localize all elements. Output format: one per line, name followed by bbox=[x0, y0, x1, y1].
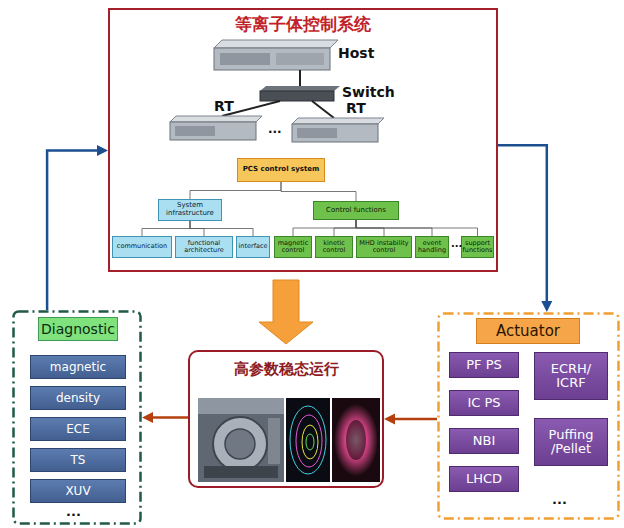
arrow-head bbox=[97, 145, 108, 156]
actuator-box: PF PS bbox=[449, 352, 519, 378]
connector-line bbox=[356, 220, 478, 236]
box-label: kinetic control bbox=[318, 240, 350, 254]
dash-dot-outline bbox=[439, 314, 619, 519]
box-label: Control functions bbox=[326, 207, 386, 215]
tree-line bbox=[142, 221, 190, 236]
tree-line bbox=[190, 221, 253, 236]
group-heading: Diagnostic bbox=[38, 317, 118, 341]
actuator-group: Actuator PF PS ECRH/ ICRF IC PS Puffing /Pel… bbox=[437, 312, 620, 520]
actuator-box: Puffing /Pellet bbox=[534, 418, 608, 466]
actuator-box: ECRH/ ICRF bbox=[534, 352, 608, 400]
box-label: density bbox=[56, 392, 100, 405]
box-label: communication bbox=[117, 243, 167, 250]
box-label: interface bbox=[239, 243, 268, 250]
actuator-box: IC PS bbox=[449, 390, 519, 416]
box-label: ECE bbox=[66, 423, 90, 436]
panel-title: 高参数稳态运行 bbox=[190, 360, 382, 379]
box-label: PF PS bbox=[466, 358, 502, 372]
arrow-head bbox=[384, 414, 395, 425]
box-label: magnetic control bbox=[277, 240, 309, 254]
tree-line bbox=[190, 182, 281, 199]
diagnostic-box: density bbox=[30, 386, 126, 410]
connector-line bbox=[142, 221, 190, 236]
flow-arrow bbox=[47, 145, 108, 310]
connector-line bbox=[151, 416, 188, 419]
infrastructure-box: System infrastructure bbox=[158, 199, 222, 221]
operation-panel: 高参数稳态运行 bbox=[188, 350, 384, 488]
box-label: magnetic bbox=[50, 361, 106, 374]
infrastructure-box: interface bbox=[236, 236, 270, 258]
connector-line bbox=[393, 418, 437, 421]
device-label: RT bbox=[214, 98, 234, 114]
function-box: Control functions bbox=[313, 201, 399, 220]
network-switch bbox=[222, 86, 340, 118]
function-box: support functions bbox=[461, 236, 494, 258]
connector-line bbox=[190, 182, 281, 199]
diagnostic-box: XUV bbox=[30, 479, 126, 503]
tree-line bbox=[293, 220, 356, 236]
diagnostic-box: TS bbox=[30, 448, 126, 472]
device-label: RT bbox=[346, 100, 366, 116]
tree-line bbox=[281, 182, 356, 201]
ellipsis: ... bbox=[66, 504, 81, 519]
ellipsis: ... bbox=[268, 122, 282, 136]
actuator-box: LHCD bbox=[449, 466, 519, 492]
box-label: PCS control system bbox=[243, 166, 320, 174]
arrow-head bbox=[142, 412, 153, 423]
connector-line bbox=[334, 220, 356, 236]
plasma-camera-photo bbox=[332, 398, 380, 482]
box-label: System infrastructure bbox=[161, 202, 219, 217]
function-box: kinetic control bbox=[315, 236, 353, 258]
dash-dot-outline bbox=[14, 312, 141, 524]
box-label: event handling bbox=[418, 240, 446, 254]
box-label: ECRH/ ICRF bbox=[537, 362, 605, 390]
diagnostic-box: ECE bbox=[30, 417, 126, 441]
function-box: event handling bbox=[415, 236, 449, 258]
function-box: MHD instability control bbox=[356, 236, 412, 258]
system-panel: 等离子体控制系统 PCS control systemSystem infrast… bbox=[108, 8, 498, 272]
connector-line bbox=[293, 220, 356, 236]
ellipsis: ... bbox=[451, 238, 462, 249]
box-label: support functions bbox=[463, 240, 493, 254]
connector-line bbox=[498, 145, 547, 303]
flow-arrow bbox=[498, 145, 552, 312]
box-label: XUV bbox=[65, 485, 90, 498]
flow-arrow bbox=[384, 414, 437, 425]
connector-line bbox=[190, 221, 253, 236]
server-rt bbox=[170, 116, 384, 142]
box-label: IC PS bbox=[467, 396, 500, 410]
tokamak-photo bbox=[198, 398, 284, 482]
function-box: magnetic control bbox=[274, 236, 312, 258]
box-label: Puffing /Pellet bbox=[537, 428, 605, 456]
group-heading: Actuator bbox=[476, 318, 580, 344]
box-label: functional architecture bbox=[178, 240, 230, 254]
tree-line bbox=[334, 220, 356, 236]
connector-line bbox=[47, 151, 99, 310]
diagnostic-group: Diagnostic magnetic densityECE TS XUV bbox=[12, 310, 142, 525]
box-label: NBI bbox=[473, 434, 495, 448]
box-label: LHCD bbox=[466, 472, 502, 486]
root-box: PCS control system bbox=[237, 158, 325, 182]
connector-line bbox=[281, 182, 356, 201]
flow-arrow bbox=[142, 412, 188, 423]
panel-title: 等离子体控制系统 bbox=[110, 13, 496, 36]
arrow-head bbox=[541, 301, 552, 312]
server-host bbox=[214, 40, 338, 86]
block-arrow bbox=[259, 280, 313, 344]
plasma-contour-plot bbox=[286, 398, 330, 482]
box-label: MHD instability control bbox=[359, 240, 409, 254]
ellipsis: ... bbox=[552, 492, 567, 507]
infrastructure-box: communication bbox=[112, 236, 172, 258]
device-label: Host bbox=[338, 45, 374, 61]
tree-line bbox=[356, 220, 478, 236]
diagnostic-box: magnetic bbox=[30, 355, 126, 379]
box-label: TS bbox=[71, 454, 86, 467]
device-label: Switch bbox=[342, 84, 395, 100]
actuator-box: NBI bbox=[449, 428, 519, 454]
infrastructure-box: functional architecture bbox=[175, 236, 233, 258]
block-arrow bbox=[259, 280, 313, 344]
